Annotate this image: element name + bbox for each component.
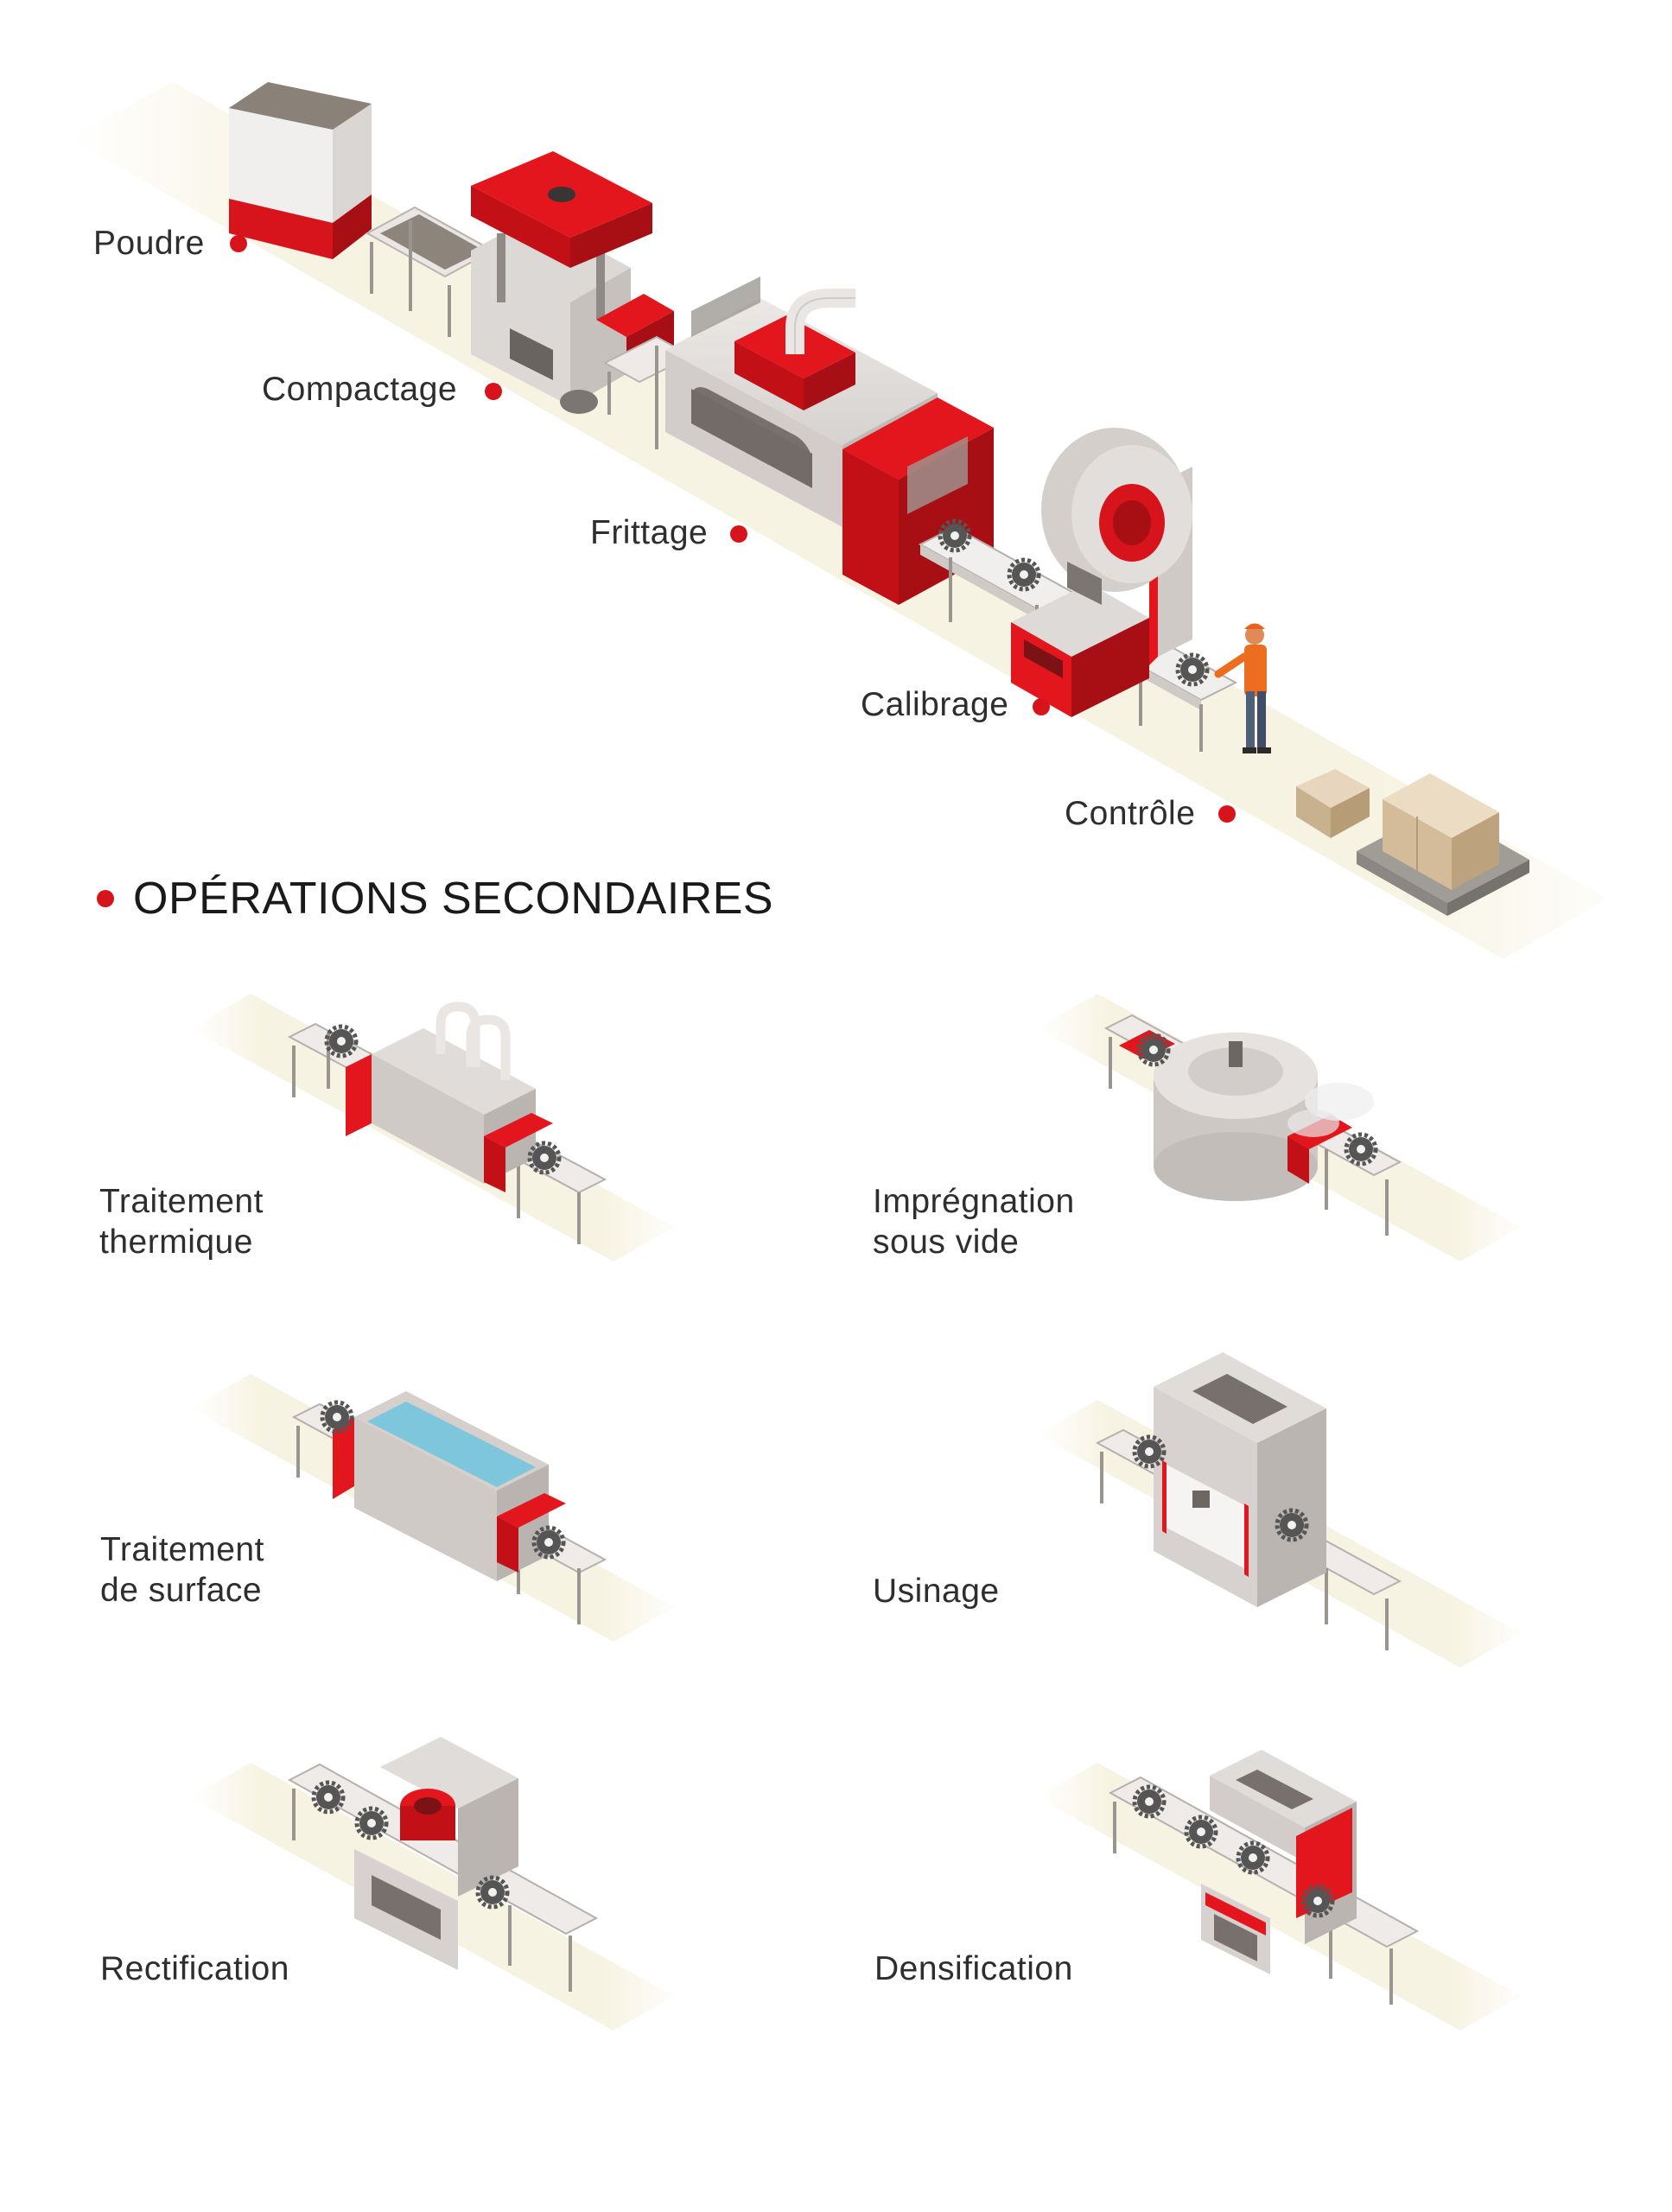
operator-figure <box>1214 623 1271 753</box>
label-densification: Densification <box>874 1950 1073 1987</box>
powder-bag <box>229 82 372 259</box>
label-line: sous vide <box>873 1224 1020 1261</box>
secondary-operations-heading: OPÉRATIONS SECONDAIRES <box>97 873 773 925</box>
calibration-machine <box>1011 428 1192 717</box>
heat-treatment-illustration <box>190 994 674 1262</box>
step-label-compactage: Compactage <box>262 371 458 408</box>
densification-illustration <box>1037 1750 1521 2031</box>
boxes-pallet <box>1296 769 1529 916</box>
label-usinage: Usinage <box>873 1573 1000 1610</box>
step-marker-compactage <box>485 383 502 400</box>
step-label-frittage: Frittage <box>590 514 709 551</box>
step-label-poudre: Poudre <box>93 225 205 262</box>
feeder-conveyor <box>365 206 495 337</box>
compaction-press <box>471 151 674 414</box>
step-label-calibrage: Calibrage <box>861 686 1009 723</box>
label-line: Traitement <box>100 1531 264 1568</box>
main-production-line <box>69 82 1607 959</box>
vacuum-impregnation-illustration <box>1037 994 1521 1262</box>
step-marker-calibrage <box>1033 698 1050 715</box>
label-line: Traitement <box>99 1183 264 1220</box>
machining-illustration <box>1037 1352 1521 1668</box>
label-line: thermique <box>99 1224 253 1261</box>
step-marker-controle <box>1218 805 1236 823</box>
step-marker-frittage <box>730 525 747 543</box>
step-marker-poudre <box>230 235 247 252</box>
label-traitement-thermique: Traitement thermique <box>99 1181 264 1262</box>
heading-text: OPÉRATIONS SECONDAIRES <box>133 874 774 924</box>
surface-treatment-illustration <box>190 1374 674 1642</box>
label-line: de surface <box>100 1572 263 1609</box>
grinding-illustration <box>190 1737 674 2031</box>
step-label-controle: Contrôle <box>1065 795 1196 832</box>
label-rectification: Rectification <box>100 1950 289 1987</box>
label-impregnation-sous-vide: Imprégnation sous vide <box>873 1181 1075 1262</box>
label-traitement-de-surface: Traitement de surface <box>100 1529 264 1611</box>
label-line: Imprégnation <box>873 1183 1075 1220</box>
heading-marker <box>97 890 114 907</box>
